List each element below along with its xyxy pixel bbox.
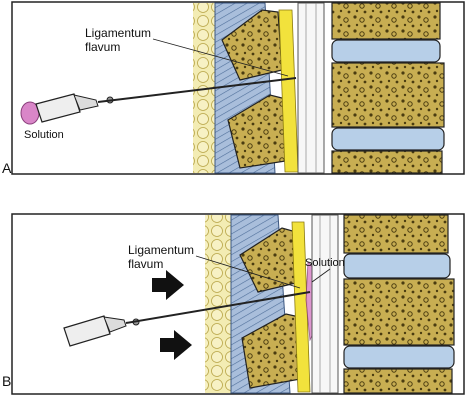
panel-a-fat-layer xyxy=(193,3,215,173)
panel-b: Ligamentum flavum Solution B xyxy=(2,213,465,395)
panel-a: Ligamentum flavum Solution A xyxy=(2,1,465,176)
panel-a-needle xyxy=(97,77,297,103)
panel-b-disc-2 xyxy=(343,345,455,369)
panel-b-ligament-label-line2: flavum xyxy=(128,257,163,271)
panel-a-ligament-label-line2: flavum xyxy=(85,40,120,54)
panel-a-vertebral-body-3 xyxy=(331,150,443,174)
panel-a-disc-2 xyxy=(331,127,445,151)
panel-a-solution-label: Solution xyxy=(24,129,64,141)
panel-b-disc-1 xyxy=(343,253,451,279)
panel-b-solution-label: Solution xyxy=(305,257,345,269)
panel-a-vertebral-body-2 xyxy=(331,62,445,128)
panel-a-disc-1 xyxy=(331,39,441,63)
panel-b-ligamentum-flavum xyxy=(291,221,311,393)
panel-a-letter: A xyxy=(2,160,12,176)
panel-b-arrow-upper-icon xyxy=(152,270,184,300)
panel-b-vertebral-body-2 xyxy=(343,278,455,346)
panel-a-spinal-canal xyxy=(297,2,325,174)
panel-b-spinal-canal xyxy=(311,214,339,394)
panel-b-syringe xyxy=(63,291,311,347)
panel-b-ligament-label-line1: Ligamentum xyxy=(128,243,194,257)
panel-b-fat-layer xyxy=(205,215,231,393)
panel-b-letter: B xyxy=(2,373,11,389)
panel-a-vertebral-body-1 xyxy=(331,2,441,40)
panel-a-ligament-label-line1: Ligamentum xyxy=(85,26,151,40)
panel-a-syringe xyxy=(20,77,297,125)
panel-b-arrow-lower-icon xyxy=(160,330,192,360)
panel-b-vertebral-body-1 xyxy=(343,214,449,254)
panel-b-vertebral-body-3 xyxy=(343,368,453,394)
panel-b-needle xyxy=(125,291,311,324)
